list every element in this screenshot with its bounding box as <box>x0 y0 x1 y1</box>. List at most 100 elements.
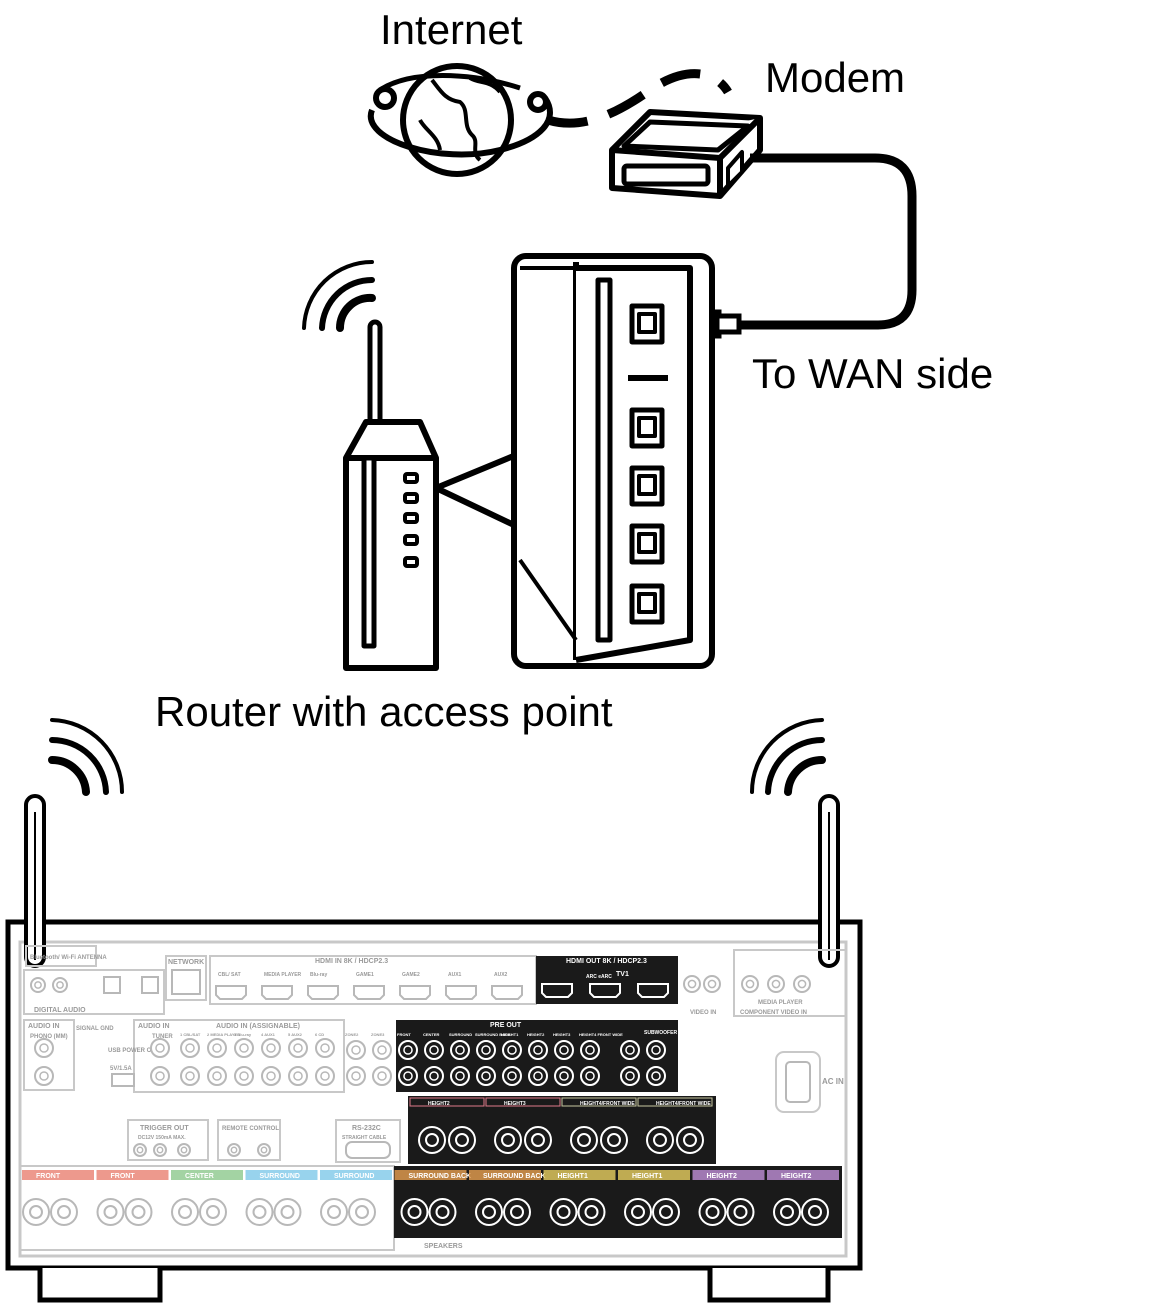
receiver-feet <box>37 1268 831 1303</box>
speaker-terminal <box>245 1198 274 1226</box>
height-speaker-terminal <box>494 1126 522 1154</box>
modem-device <box>609 109 763 199</box>
speaker-terminal <box>320 1198 348 1226</box>
router-device <box>343 419 439 671</box>
audio-in-input-label: 6 CD <box>315 1032 324 1037</box>
tuner-jack <box>150 1066 170 1086</box>
audio-in-jack <box>234 1066 254 1086</box>
speaker-terminal <box>549 1198 578 1226</box>
speaker-group-label: SURROUND BACK <box>409 1173 472 1180</box>
speaker-terminal <box>773 1198 801 1226</box>
hdmi-in-port <box>491 985 523 1000</box>
hdmi-in-input-label: CBL/ SAT <box>218 972 241 978</box>
audio-in-jack <box>261 1038 281 1058</box>
speaker-group-header <box>245 1170 318 1180</box>
speaker-group-header <box>767 1170 839 1180</box>
speaker-group-label: SURROUND <box>260 1173 300 1180</box>
audio-in-input-label: 2 MEDIA PLAYER <box>207 1032 240 1037</box>
speaker-group-label: HEIGHT1 <box>632 1173 662 1180</box>
speaker-terminal <box>801 1198 829 1226</box>
optical-jack <box>141 976 159 994</box>
speaker-terminal <box>698 1198 727 1226</box>
digital-audio-label: DIGITAL AUDIO <box>34 1007 86 1014</box>
speaker-terminal <box>624 1198 652 1226</box>
router-wifi-icon <box>302 260 376 332</box>
pre-out-channel-label: ZONE2 <box>345 1032 359 1037</box>
pre-out-jack <box>554 1040 574 1060</box>
speaker-terminal <box>124 1198 153 1226</box>
speaker-group-header <box>692 1170 765 1180</box>
wan-port-icon <box>629 303 665 345</box>
receiver-antenna-right <box>818 794 840 968</box>
pre-out-channel-label: CENTER <box>423 1032 440 1037</box>
height-group-header <box>409 1097 485 1107</box>
height-group-header <box>485 1097 561 1107</box>
receiver-antenna-left <box>24 794 46 968</box>
pre-out-jack <box>502 1040 522 1060</box>
audio-phono-label: AUDIO IN <box>28 1023 60 1030</box>
subwoofer-jack <box>646 1040 666 1060</box>
speaker-group-label: SURROUND BACK <box>483 1173 546 1180</box>
speaker-group-header <box>469 1170 541 1180</box>
speaker-terminal <box>22 1198 50 1226</box>
trigger-jack <box>177 1143 191 1157</box>
phono-label: PHONO (MM) <box>30 1034 68 1040</box>
rs232c-label: RS-232C <box>352 1125 381 1132</box>
audio-in-jack <box>288 1066 308 1086</box>
audio-in-jack <box>315 1038 335 1058</box>
network-label: NETWORK <box>168 959 204 966</box>
antenna-panel-label: Bluetooth/ Wi-Fi ANTENNA <box>30 955 107 961</box>
audio-in-jack <box>180 1038 200 1058</box>
speaker-terminal <box>652 1198 680 1226</box>
lan-port-icon <box>629 523 665 565</box>
height-group-header <box>561 1097 637 1107</box>
height-group-header <box>637 1097 713 1107</box>
trigger-jack <box>133 1143 147 1157</box>
pre-out-jack <box>476 1066 496 1086</box>
height-speaker-terminal <box>646 1126 674 1154</box>
pre-out-jack <box>554 1066 574 1086</box>
hdmi-in-input-label: GAME2 <box>402 972 420 978</box>
remote-out-jack <box>257 1143 271 1157</box>
audio-in-assignable-label: AUDIO IN (ASSIGNABLE) <box>216 1023 300 1030</box>
tuner-jack <box>150 1038 170 1058</box>
tuner-label: TUNER <box>152 1034 173 1040</box>
pre-out-channel-label: SURROUND <box>449 1032 472 1037</box>
video-jack <box>793 975 811 993</box>
lan-port-icon <box>629 407 665 449</box>
pre-out-channel-label: HEIGHT2 <box>527 1032 545 1037</box>
pre-out-channel-label: HEIGHT1 <box>501 1032 519 1037</box>
pre-out-jack <box>450 1066 470 1086</box>
coaxial-jack <box>52 977 68 993</box>
pre-out-channel-label: HEIGHT4 FRONT WIDE <box>579 1032 623 1037</box>
speaker-group-header <box>320 1170 392 1180</box>
audio-in-jack <box>315 1066 335 1086</box>
audio-in-tuner-label: AUDIO IN <box>138 1023 170 1030</box>
video-in-label: VIDEO IN <box>690 1010 716 1016</box>
height-speaker-terminal <box>570 1126 598 1154</box>
media-player-label: MEDIA PLAYER <box>758 1000 803 1006</box>
hdmi-out-port <box>541 983 573 998</box>
height-speaker-terminal <box>418 1126 446 1154</box>
speakers-label: SPEAKERS <box>424 1243 463 1250</box>
video-jack <box>703 975 721 993</box>
pre-out-jack <box>580 1040 600 1060</box>
trigger-jack <box>153 1143 167 1157</box>
hdmi-in-port <box>307 985 339 1000</box>
speaker-terminal <box>503 1198 531 1226</box>
height-speaker-terminal <box>448 1126 476 1154</box>
speaker-group-label: SURROUND <box>334 1173 374 1180</box>
pre-out-jack <box>502 1066 522 1086</box>
speaker-terminal <box>96 1198 125 1226</box>
speaker-group-label: HEIGHT2 <box>707 1173 737 1180</box>
phono-jack <box>34 1066 54 1086</box>
pre-out-jack <box>346 1066 366 1086</box>
pre-out-channel-label: ZONE3 <box>371 1032 385 1037</box>
speaker-group-header <box>543 1170 616 1180</box>
height-group-label: HEIGHT4/FRONT WIDE <box>580 1101 635 1107</box>
wan-side-label: To WAN side <box>752 350 993 397</box>
height-speaker-terminal <box>524 1126 552 1154</box>
internet-link-dashed <box>546 69 732 128</box>
pre-out-channel-label: SURROUND BACK <box>475 1032 511 1037</box>
hdmi-in-input-label: AUX1 <box>448 972 462 978</box>
